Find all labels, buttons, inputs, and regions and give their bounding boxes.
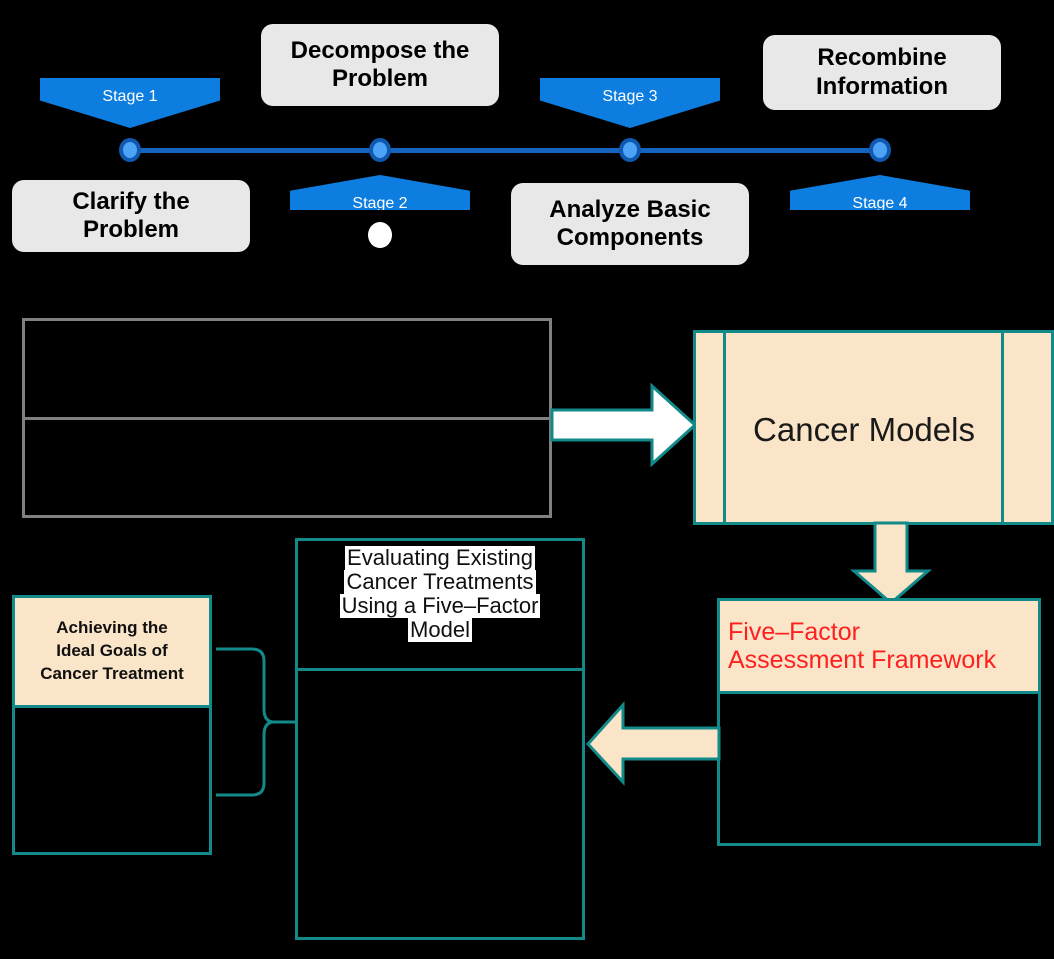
five-factor-box[interactable]: Five–Factor Assessment Framework bbox=[717, 598, 1041, 846]
evaluating-body bbox=[298, 671, 582, 937]
arrow-left-peach-shape bbox=[585, 701, 721, 786]
card-decompose-line1: Decompose the bbox=[290, 36, 470, 64]
card-recombine-information[interactable]: Recombine Information bbox=[763, 35, 1001, 110]
card-analyze-basic-components[interactable]: Analyze Basic Components bbox=[511, 183, 749, 265]
stage-2-badge-label: Stage 2 bbox=[352, 195, 408, 212]
left-table-row-divider bbox=[25, 417, 549, 420]
achieving-title-line2: Ideal Goals of bbox=[56, 641, 168, 661]
card-clarify-line1: Clarify the bbox=[72, 187, 190, 215]
card-recombine-line2: Information bbox=[816, 72, 948, 100]
evaluating-title-line-2: Cancer Treatments bbox=[298, 570, 582, 594]
evaluating-title-line-3: Using a Five–Factor bbox=[298, 594, 582, 618]
evaluating-title-line-1: Evaluating Existing bbox=[298, 546, 582, 570]
achieving-title-line3: Cancer Treatment bbox=[40, 663, 184, 683]
five-factor-header: Five–Factor Assessment Framework bbox=[720, 601, 1038, 694]
evaluating-title-text-1: Evaluating Existing bbox=[345, 545, 535, 570]
card-clarify-the-problem[interactable]: Clarify the Problem bbox=[12, 180, 250, 252]
arrow-right-white bbox=[550, 380, 698, 470]
timeline-node-1[interactable] bbox=[119, 138, 141, 162]
card-analyze-line1: Analyze Basic bbox=[549, 195, 711, 223]
card-analyze-line2: Components bbox=[556, 224, 704, 251]
timeline-axis bbox=[130, 148, 882, 153]
card-recombine-line1: Recombine bbox=[817, 44, 947, 72]
achieving-header: Achieving the Ideal Goals of Cancer Trea… bbox=[15, 598, 209, 708]
five-factor-title-line2: Assessment Framework bbox=[728, 646, 997, 674]
stage-2-marker-dot bbox=[368, 222, 392, 248]
stage-4-badge[interactable]: Stage 4 bbox=[790, 175, 970, 210]
stage-1-badge-label: Stage 1 bbox=[102, 88, 158, 105]
curly-brace-path bbox=[216, 647, 275, 797]
stage-2-badge[interactable]: Stage 2 bbox=[290, 175, 470, 210]
evaluating-title-text-2: Cancer Treatments bbox=[344, 569, 536, 594]
timeline-node-2[interactable] bbox=[369, 138, 391, 162]
arrow-right-white-shape bbox=[550, 382, 698, 468]
curly-brace-connector bbox=[212, 645, 298, 800]
cancer-models-box[interactable]: Cancer Models bbox=[693, 330, 1054, 525]
cancer-models-rule-left bbox=[723, 333, 726, 522]
stage-3-badge[interactable]: Stage 3 bbox=[540, 78, 720, 128]
arrow-down-peach-shape bbox=[849, 521, 933, 605]
arrow-down-peach bbox=[848, 521, 934, 605]
evaluating-title: Evaluating Existing Cancer Treatments Us… bbox=[298, 541, 582, 671]
stage-1-badge[interactable]: Stage 1 bbox=[40, 78, 220, 128]
evaluating-title-line-4: Model bbox=[298, 618, 582, 642]
achieving-body bbox=[15, 708, 209, 852]
evaluating-title-text-4: Model bbox=[408, 617, 472, 642]
card-decompose-line2: Problem bbox=[331, 65, 429, 92]
achieving-title-line1: Achieving the bbox=[56, 618, 168, 638]
stage-3-badge-label: Stage 3 bbox=[602, 88, 658, 105]
left-table-row-2 bbox=[25, 420, 549, 515]
cancer-models-rule-right bbox=[1001, 333, 1004, 522]
arrow-left-peach bbox=[585, 701, 721, 786]
left-table-row-1 bbox=[25, 321, 549, 417]
achieving-box[interactable]: Achieving the Ideal Goals of Cancer Trea… bbox=[12, 595, 212, 855]
cancer-models-title: Cancer Models bbox=[753, 411, 975, 448]
five-factor-title-line1: Five–Factor bbox=[728, 618, 860, 646]
timeline-node-3[interactable] bbox=[619, 138, 641, 162]
five-factor-body bbox=[720, 694, 1038, 843]
card-clarify-line2: Problem bbox=[82, 216, 180, 243]
evaluating-box[interactable]: Evaluating Existing Cancer Treatments Us… bbox=[295, 538, 585, 940]
evaluating-title-text-3: Using a Five–Factor bbox=[339, 593, 541, 618]
stage-4-badge-label: Stage 4 bbox=[852, 195, 908, 212]
timeline-node-4[interactable] bbox=[869, 138, 891, 162]
card-decompose-the-problem[interactable]: Decompose the Problem bbox=[261, 24, 499, 106]
